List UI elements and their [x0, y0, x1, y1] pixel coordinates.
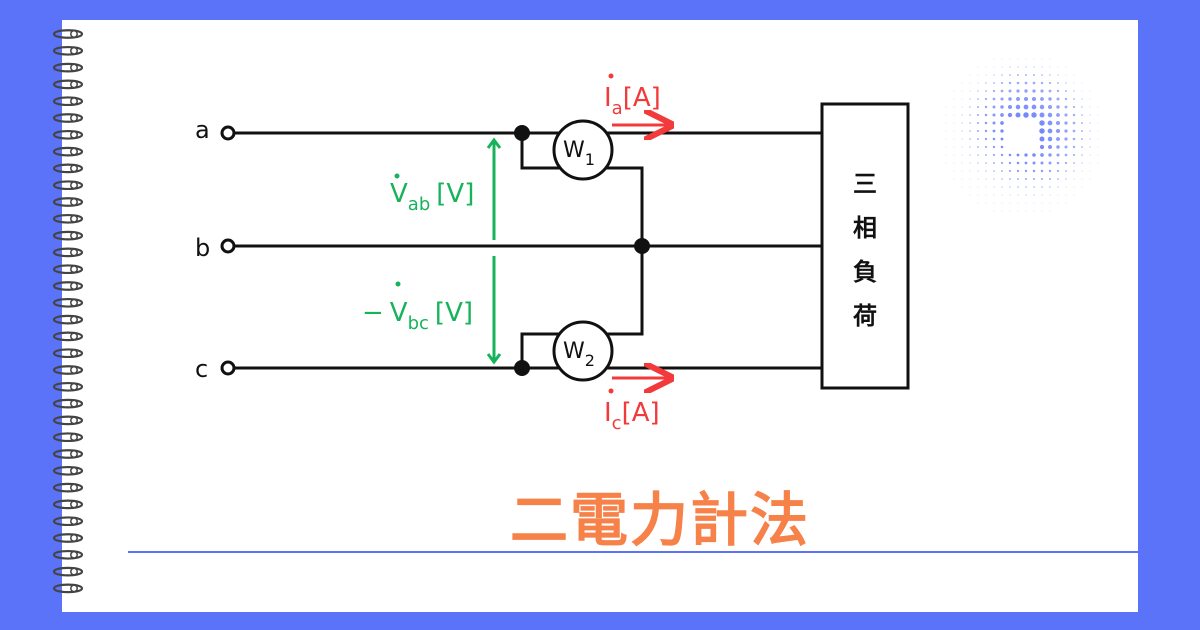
terminal-c-label: c [195, 355, 208, 383]
junction-dot-a [514, 125, 530, 141]
current-ia-label: Ia[A] [604, 83, 661, 119]
wattmeter-w2 [552, 320, 614, 382]
wattmeter-w1 [552, 119, 614, 181]
notebook-page [62, 20, 1138, 612]
current-ic-dot [608, 388, 614, 394]
line-b [220, 238, 822, 254]
current-ic-label: Ic[A] [604, 398, 660, 434]
voltage-vbc-dot [395, 281, 401, 287]
w1-label: W1 [563, 138, 595, 169]
junction-dot-b [634, 238, 650, 254]
three-phase-load-box [820, 102, 910, 390]
voltage-vbc-label: −Vbc[V] [362, 298, 473, 334]
page-title: 二電力計法 [509, 486, 810, 554]
current-ia: Ia[A] [604, 73, 668, 126]
load-label: 三 相 負 荷 [822, 150, 908, 350]
voltage-vab-label: Vab[V] [390, 179, 474, 215]
junction-dot-c [514, 360, 530, 376]
voltage-vab-arrow [486, 137, 502, 240]
terminal-b-label: b [195, 234, 210, 262]
terminal-b-node [220, 238, 236, 254]
load-char-4: 荷 [853, 302, 877, 330]
terminal-a-node [220, 125, 236, 141]
current-ia-dot [608, 73, 614, 79]
voltage-vab-dot [394, 173, 400, 179]
terminal-c-node [220, 360, 236, 376]
current-ic: Ic[A] [604, 378, 668, 434]
terminal-a-label: a [195, 116, 210, 144]
load-char-2: 相 [853, 214, 877, 242]
title-underline [128, 551, 1138, 553]
load-char-3: 負 [853, 258, 877, 286]
load-char-1: 三 [853, 170, 877, 198]
voltage-vbc-arrow [486, 256, 502, 365]
w2-label: W2 [563, 339, 595, 370]
